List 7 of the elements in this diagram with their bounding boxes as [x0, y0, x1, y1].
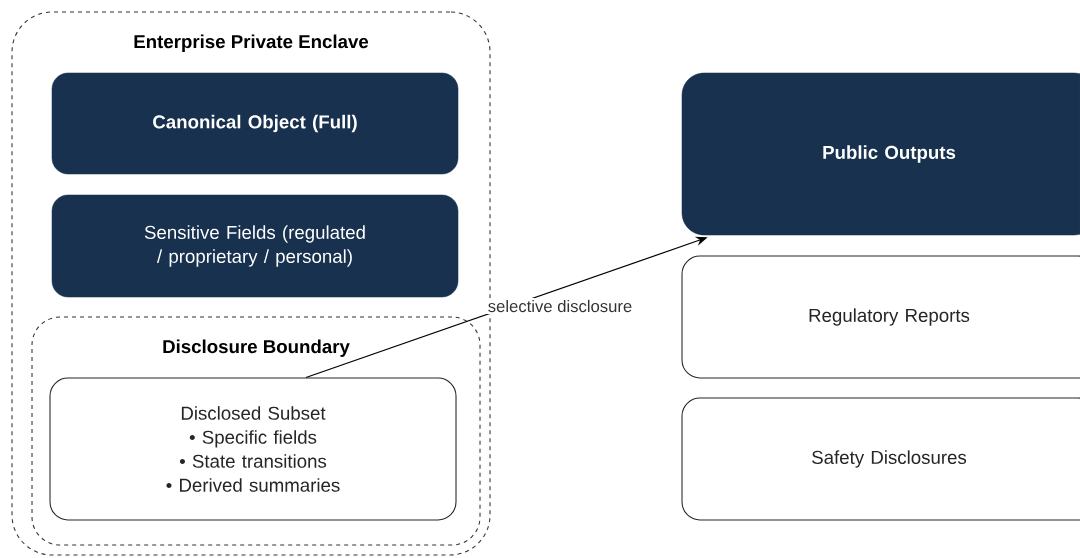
process-box: Disclosed Subset • Specific fields • State transitions • Derived summaries — [49, 377, 457, 521]
process-box: Safety Disclosures — [681, 397, 1080, 521]
header-box: Public Outputs — [681, 72, 1080, 236]
header-box: Canonical Object (Full) — [51, 72, 459, 175]
process-box: Regulatory Reports — [681, 255, 1080, 379]
process-box: Sensitive Fields (regulated / proprietary / personal) — [51, 194, 459, 298]
edge-label: selective disclosure — [485, 297, 635, 315]
